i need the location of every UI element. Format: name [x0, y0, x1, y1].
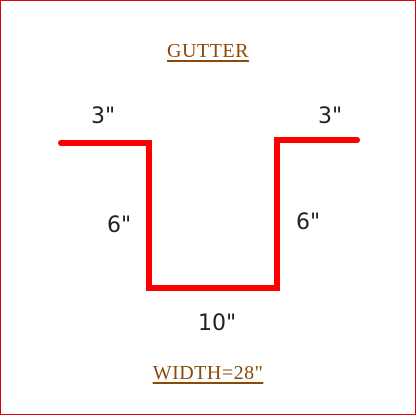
right-flange-dimension: 3" [318, 104, 343, 129]
left-flange-dimension: 3" [91, 104, 116, 129]
gutter-profile-line [58, 137, 360, 291]
diagram-title: GUTTER [167, 40, 249, 62]
width-label: WIDTH=28" [152, 362, 264, 384]
left-side-dimension: 6" [107, 213, 132, 238]
right-side-dimension: 6" [296, 210, 321, 235]
bottom-dimension: 10" [198, 311, 237, 336]
